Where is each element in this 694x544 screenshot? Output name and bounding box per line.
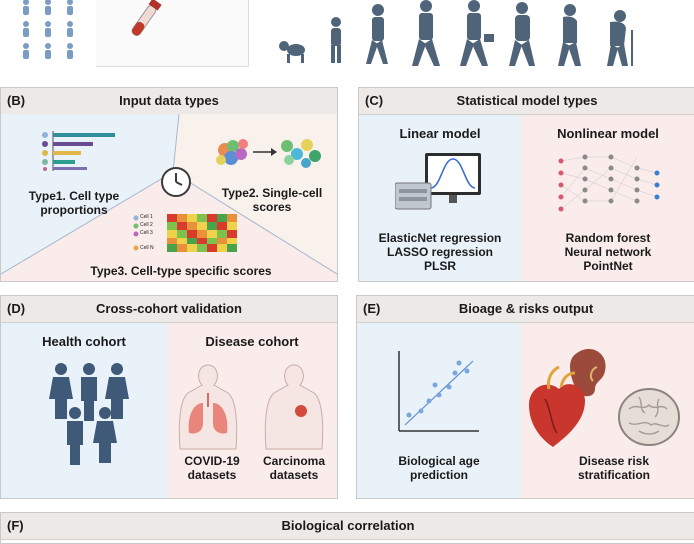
carcinoma-datasets-text: Carcinoma datasets — [262, 454, 326, 482]
type1-text: Type1. Cell type proportions — [28, 189, 120, 217]
panel-d-title: Cross-cohort validation — [96, 301, 242, 316]
disease-cohort-title: Disease cohort — [205, 334, 299, 349]
clock-icon — [161, 167, 191, 197]
disease-risk-section: Disease risk stratification — [521, 323, 694, 498]
cell-type-heatmap-icon — [133, 214, 237, 252]
panel-b-title: Input data types — [119, 93, 219, 108]
neural-network-icon — [558, 154, 660, 212]
bio-age-text: Biological age prediction — [398, 454, 480, 482]
panel-d: (D) Cross-cohort validation Health cohor… — [0, 295, 338, 499]
type2-text: Type2. Single-cell scores — [221, 186, 323, 214]
panel-b: (B) Input data types Type1. Cell type pr… — [0, 87, 338, 282]
heart-icon — [529, 365, 585, 447]
bio-age-section: Biological age prediction — [357, 323, 521, 498]
nonlinear-section: Nonlinear model Random — [521, 115, 694, 281]
panel-c-label: (C) — [365, 93, 384, 108]
panel-d-label: (D) — [7, 301, 26, 316]
people-group-icon — [49, 363, 129, 465]
panel-c-title: Statistical model types — [456, 93, 598, 108]
linear-item-3: PLSR — [423, 259, 456, 273]
heatmap-cell-label-1: Cell 1 — [140, 214, 153, 220]
panel-f: (F) Biological correlation — [0, 512, 694, 544]
brain-icon — [618, 388, 680, 446]
nonlinear-title: Nonlinear model — [557, 126, 659, 141]
linear-item-1: ElasticNet regression — [378, 231, 502, 245]
panel-d-header: (D) Cross-cohort validation — [1, 296, 337, 323]
nonlinear-item-3: PointNet — [583, 259, 633, 273]
covid-datasets-label: COVID-19 datasets — [171, 454, 253, 482]
nonlinear-item-1: Random forest — [565, 231, 651, 245]
covid-datasets-text: COVID-19 datasets — [184, 454, 240, 482]
health-cohort-title: Health cohort — [42, 334, 126, 349]
nonlinear-item-2: Neural network — [564, 245, 652, 259]
lungs-body-icon — [178, 364, 238, 450]
health-section: Health cohort — [1, 323, 167, 498]
carcinoma-body-icon — [264, 364, 324, 450]
panel-c: (C) Statistical model types Linear model… — [358, 87, 694, 282]
panel-e-label: (E) — [363, 301, 381, 316]
sample-box — [96, 0, 249, 67]
blood-tube-icon — [131, 0, 162, 36]
type3-text: Type3. Cell-type specific scores — [90, 264, 272, 278]
single-cell-cluster-icon — [216, 139, 321, 168]
panel-e: (E) Bioage & risks output Biological age… — [356, 295, 694, 499]
organs-icon — [529, 349, 680, 447]
people-grid — [18, 0, 86, 66]
heatmap-cell-label-2: Cell 2 — [140, 222, 153, 228]
panel-f-header: (F) Biological correlation — [1, 513, 694, 540]
panel-b-header: (B) Input data types — [1, 88, 337, 115]
scatter-regression-icon — [398, 351, 479, 432]
disease-risk-label: Disease risk stratification — [551, 454, 677, 482]
linear-item-2: LASSO regression — [386, 245, 494, 259]
panel-f-title: Biological correlation — [281, 518, 415, 533]
heatmap-cell-label-n: Cell N — [140, 245, 154, 251]
linear-title: Linear model — [399, 126, 481, 141]
heatmap-cell-label-3: Cell 3 — [140, 230, 153, 236]
type1-label: Type1. Cell type proportions — [11, 189, 137, 217]
aging-progression-icon — [279, 0, 633, 66]
people-grid-icon — [23, 0, 73, 59]
panel-e-title: Bioage & risks output — [458, 301, 594, 316]
cell-proportion-bars-icon — [42, 131, 115, 171]
computer-curve-icon — [395, 153, 481, 210]
panel-b-label: (B) — [7, 93, 26, 108]
panel-a-strip — [0, 0, 694, 70]
kidney-icon — [570, 349, 606, 397]
disease-section: Disease cohort COVID-19 datasets Carcino… — [167, 323, 337, 498]
bio-age-label: Biological age prediction — [381, 454, 497, 482]
panel-e-header: (E) Bioage & risks output — [357, 296, 694, 323]
type3-label: Type3. Cell-type specific scores — [61, 264, 301, 278]
panel-c-header: (C) Statistical model types — [359, 88, 694, 115]
linear-section: Linear model ElasticNet regression LASSO… — [359, 115, 521, 281]
carcinoma-datasets-label: Carcinoma datasets — [255, 454, 333, 482]
disease-risk-text: Disease risk stratification — [577, 454, 650, 482]
panel-f-label: (F) — [7, 518, 24, 533]
type2-label: Type2. Single-cell scores — [216, 186, 328, 214]
